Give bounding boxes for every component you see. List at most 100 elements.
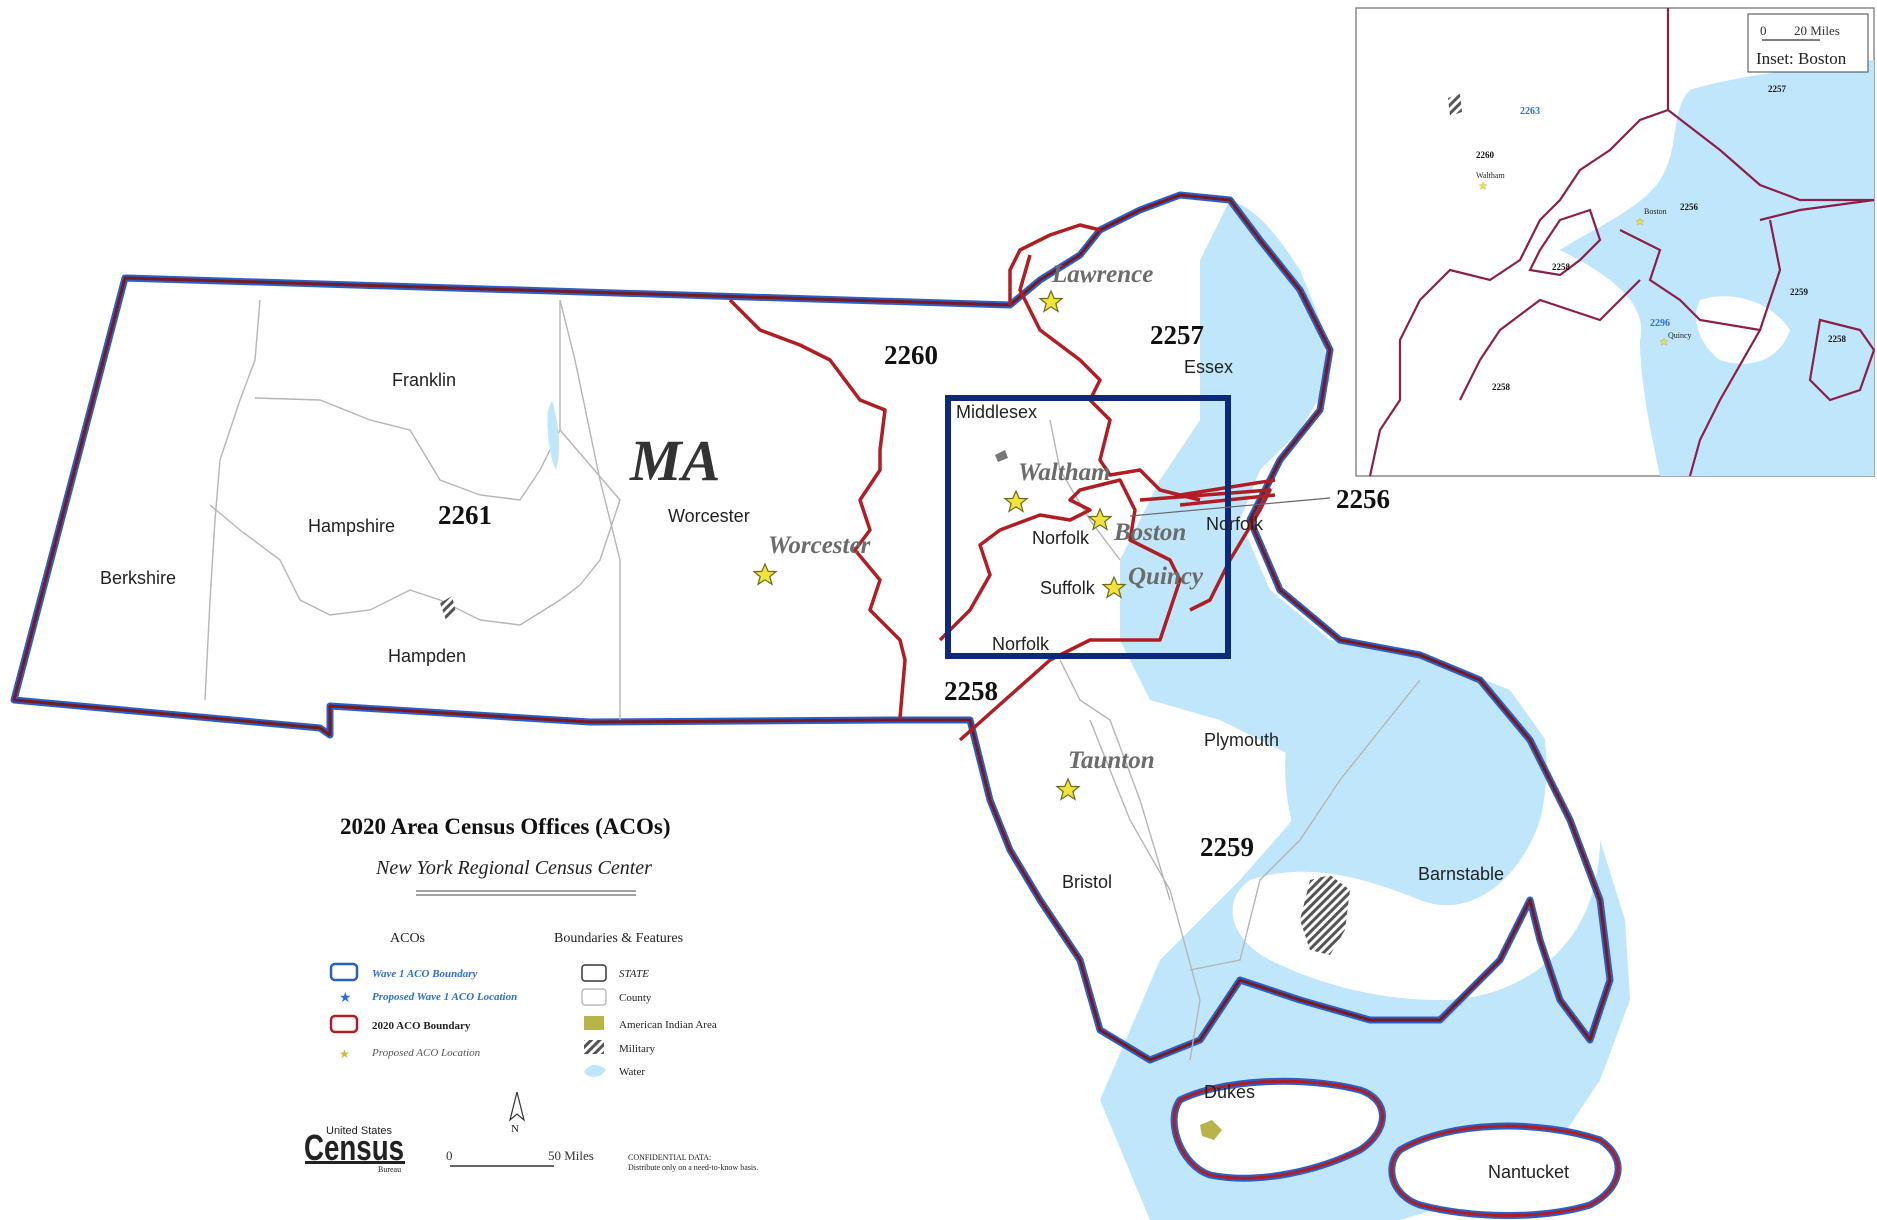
inset-code-2256: 2256	[1680, 202, 1699, 212]
aco-2256-2258-boundary	[938, 478, 1182, 742]
county-label-dukes: Dukes	[1204, 1082, 1255, 1102]
american-indian-area	[1200, 1120, 1222, 1140]
legend-item-aco-boundary: 2020 ACO Boundary	[372, 1020, 471, 1032]
inset-code-2259: 2259	[1790, 287, 1809, 297]
county-label-plymouth: Plymouth	[1204, 730, 1279, 750]
aco-label-2258: 2258	[944, 676, 998, 706]
county-label-worcester: Worcester	[668, 506, 750, 526]
north-arrow-icon	[508, 1091, 526, 1122]
legend-item-military: Military	[619, 1043, 656, 1055]
inset-place-boston: Boston	[1644, 207, 1667, 216]
inset-code-2258-south: 2258	[1492, 382, 1511, 392]
legend-scale-start: 0	[446, 1148, 453, 1163]
star-worcester	[753, 563, 777, 586]
legend-item-county: County	[619, 992, 652, 1004]
ma-outline-red	[12, 193, 1612, 1062]
north-label: N	[511, 1123, 519, 1135]
aco-code-labels: 2261 2260 2257 2256 2258 2259	[438, 320, 1390, 862]
city-label-taunton: Taunton	[1068, 747, 1155, 774]
county-label-barnstable: Barnstable	[1418, 864, 1504, 884]
inset-code-2260: 2260	[1476, 150, 1495, 160]
aco-label-2257: 2257	[1150, 320, 1204, 350]
legend-swatch-state	[581, 964, 607, 982]
legend-item-state: STATE	[619, 968, 649, 980]
confidential-line1: CONFIDENTIAL DATA:	[628, 1153, 711, 1162]
legend-swatch-military	[584, 1040, 604, 1054]
legend-swatch-wave1-boundary	[329, 962, 359, 982]
city-label-quincy: Quincy	[1128, 563, 1204, 590]
inset-code-2263: 2263	[1520, 106, 1540, 117]
boston-inset-box	[945, 395, 1231, 659]
star-boston	[1088, 508, 1112, 531]
aco-label-2259: 2259	[1200, 832, 1254, 862]
city-label-boston: Boston	[1113, 519, 1186, 546]
legend-item-wave1-location: Proposed Wave 1 ACO Location	[372, 991, 517, 1003]
aco-2256-leader-line	[1129, 497, 1331, 517]
legend-item-american-indian: American Indian Area	[619, 1019, 717, 1031]
quabbin-reservoir	[547, 400, 559, 470]
inset-place-quincy: Quincy	[1668, 331, 1692, 340]
inset-water	[1560, 60, 1874, 476]
county-labels: Franklin Hampshire Berkshire Hampden Wor…	[100, 357, 1569, 1182]
county-label-bristol: Bristol	[1062, 872, 1112, 892]
county-label-norfolk-inner: Norfolk	[1032, 528, 1090, 548]
inset-code-2258: 2258	[1552, 262, 1571, 272]
inset-scale-end: 20 Miles	[1794, 23, 1840, 38]
inset-title: Inset: Boston	[1756, 49, 1847, 68]
legend-item-wave1-boundary: Wave 1 ACO Boundary	[372, 968, 478, 980]
legend-swatch-county	[581, 988, 607, 1006]
military-area-middlesex	[995, 450, 1008, 462]
county-label-hampshire: Hampshire	[308, 516, 395, 536]
cape-cod-bay	[1285, 666, 1527, 918]
state-label: MA	[629, 428, 720, 493]
aco-2256-wedge	[1139, 488, 1272, 612]
city-label-waltham: Waltham	[1018, 459, 1111, 486]
marthas-vineyard-aco	[1172, 1079, 1384, 1180]
legend-item-aco-location: Proposed ACO Location	[371, 1047, 481, 1059]
city-label-worcester: Worcester	[768, 532, 871, 559]
census-logo-bottom: Bureau	[378, 1165, 401, 1174]
county-label-suffolk: Suffolk	[1040, 578, 1096, 598]
star-taunton	[1056, 778, 1080, 801]
aco-label-2261: 2261	[438, 500, 492, 530]
county-label-essex: Essex	[1184, 357, 1233, 377]
legend-title: 2020 Area Census Offices (ACOs)	[340, 814, 671, 839]
legend-item-water: Water	[619, 1066, 645, 1078]
legend-scale-end: 50 Miles	[548, 1148, 594, 1163]
legend-col2-heading: Boundaries & Features	[554, 931, 683, 946]
county-label-berkshire: Berkshire	[100, 568, 176, 588]
star-lawrence	[1039, 290, 1063, 312]
county-label-norfolk: Norfolk	[992, 634, 1050, 654]
county-label-middlesex: Middlesex	[956, 402, 1037, 422]
state-boundary	[10, 191, 1614, 1064]
military-area-cape	[1300, 875, 1350, 955]
county-label-franklin: Franklin	[392, 370, 456, 390]
star-waltham	[1004, 490, 1028, 512]
military-area-west	[440, 596, 456, 620]
inset-code-2258-east: 2258	[1828, 334, 1847, 344]
inset-scale-start: 0	[1760, 23, 1767, 38]
inset-code-2257: 2257	[1768, 84, 1787, 94]
aco-2260-west-boundary	[728, 298, 907, 719]
county-label-nantucket: Nantucket	[1488, 1162, 1569, 1182]
aco-label-2256: 2256	[1336, 484, 1390, 514]
legend-swatch-water	[584, 1065, 606, 1078]
aco-boundaries	[728, 223, 1276, 742]
city-labels: Lawrence Worcester Waltham Boston Quincy…	[768, 261, 1204, 774]
county-label-norfolk-east: Norfolk	[1206, 514, 1264, 534]
legend-swatch-aco-star: ★	[339, 1047, 350, 1061]
county-label-hampden: Hampden	[388, 646, 466, 666]
legend-col1-heading: ACOs	[390, 931, 425, 946]
legend: 2020 Area Census Offices (ACOs) New York…	[304, 814, 758, 1174]
legend-swatch-wave1-star: ★	[339, 990, 352, 1006]
legend-subtitle: New York Regional Census Center	[375, 857, 652, 879]
inset-code-2296: 2296	[1650, 318, 1670, 329]
aco-label-2260: 2260	[884, 340, 938, 370]
nantucket-aco	[1390, 1124, 1620, 1217]
aco-2257-boundary	[1008, 223, 1201, 502]
confidential-line2: Distribute only on a need-to-know basis.	[628, 1163, 758, 1172]
inset-boston: 2257 2263 2260 2256 2258 2259 2296 2258 …	[1355, 7, 1876, 477]
legend-swatch-american-indian	[584, 1016, 604, 1030]
inset-place-waltham: Waltham	[1476, 171, 1505, 180]
